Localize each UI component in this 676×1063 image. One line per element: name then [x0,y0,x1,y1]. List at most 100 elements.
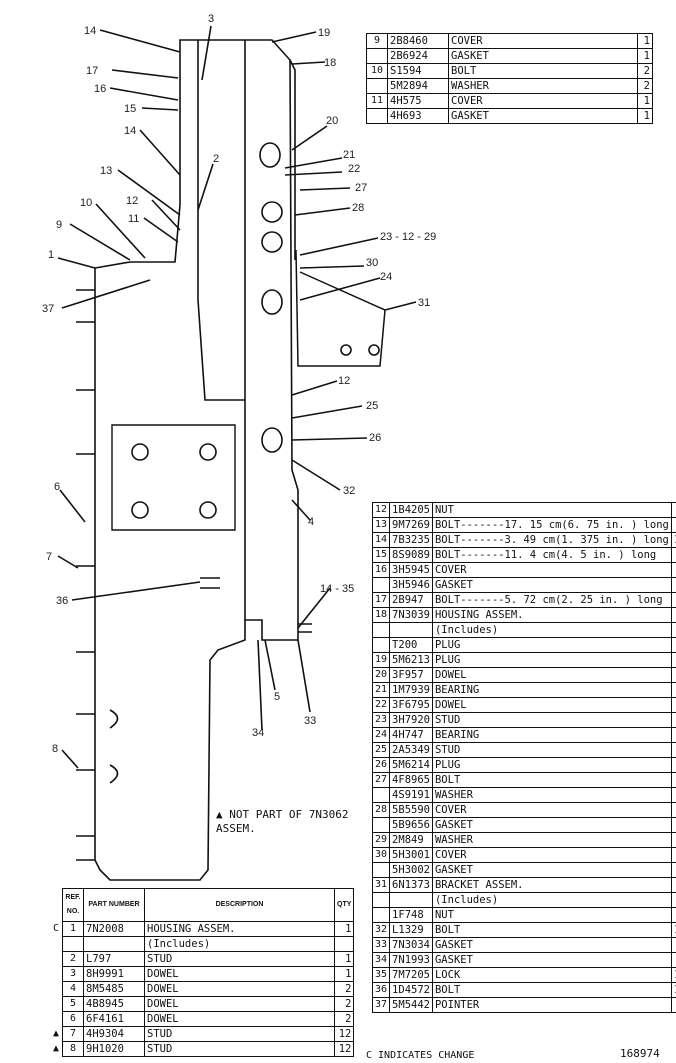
ref-number [371,787,391,803]
description: DOWEL [144,996,335,1012]
change-note: C INDICATES CHANGE [366,1050,475,1061]
quantity: 1 [637,108,653,124]
ref-number: 11 [366,93,388,109]
table-row: 211M7939BEARING1 [371,682,676,698]
callout-1: 1 [48,249,54,261]
part-number: 7M7205 [389,967,433,983]
table-row: 32L1329BOLT10 [371,922,676,938]
part-number: 4B8945 [83,996,145,1012]
description: BOLT-------3. 49 cm(1. 375 in. ) long [431,532,672,548]
row-mark [50,997,63,1012]
description: STUD [144,1026,335,1042]
callout-13: 13 [100,165,112,177]
callout-3: 3 [208,13,214,25]
ref-number: 3 [62,966,84,982]
description: WASHER [431,787,672,803]
callout-23-12-29: 23 - 12 - 29 [380,231,436,243]
footnote: ▲ NOT PART OF 7N3062 ASSEM. [216,808,349,835]
ref-number: 32 [371,922,391,938]
ref-number: 2 [62,951,84,967]
part-number: 1M7939 [389,682,433,698]
callout-26: 26 [369,432,381,444]
quantity: 1 [333,921,355,937]
table-row: 121B4205NUT6 [371,502,676,518]
callout-31: 31 [418,297,430,309]
table-row: 375M5442POINTER1 [371,997,676,1013]
description: BRACKET ASSEM. [431,877,672,893]
ref-number: 22 [371,697,391,713]
callout-21: 21 [343,149,355,161]
row-mark: ▲ [52,1028,60,1039]
ref-number: 12 [371,502,391,518]
table-row: 5H3002GASKET1 [371,862,676,878]
description: COVER [448,33,638,49]
table-row: 305H3001COVER1 [371,847,676,863]
table-row: 163H5945COVER1 [371,562,676,578]
ref-number: 4 [62,981,84,997]
ref-number: 8 [62,1041,84,1057]
callout-2: 2 [213,153,219,165]
callout-34: 34 [252,727,264,739]
quantity: 1 [637,48,653,64]
quantity: 3 [670,712,676,728]
callout-28: 28 [352,202,364,214]
quantity: 1 [670,952,676,968]
callout-20: 20 [326,115,338,127]
table-row: 285B5590COVER1 [371,802,676,818]
part-number: 3F6795 [389,697,433,713]
part-number: 3H7920 [389,712,433,728]
ref-number: 10 [366,63,388,79]
ref-number: 23 [371,712,391,728]
callout-15: 15 [124,103,136,115]
callout-9: 9 [56,219,62,231]
part-number: 3F957 [389,667,433,683]
row-mark [50,982,63,997]
description: WASHER [431,832,672,848]
quantity: 2 [637,78,653,94]
description: COVER [431,847,672,863]
part-number: 7B3235 [389,532,433,548]
table-row: 361D4572BOLT10 [371,982,676,998]
table-row: 203F957DOWEL3 [371,667,676,683]
illustration-number: 168974 [620,1047,660,1060]
part-number: 1F748 [389,907,433,923]
quantity: 3 [670,832,676,848]
description: NUT [431,907,672,923]
part-number: 4H693 [387,108,449,124]
description: (Includes) [431,622,672,638]
quantity: 10 [670,982,676,998]
description: COVER [448,93,638,109]
table-row: 1F748NUT2 [371,907,676,923]
part-number: 7N2008 [83,921,145,937]
ref-number: 18 [371,607,391,623]
quantity: 1 [670,817,676,833]
callout-16: 16 [94,83,106,95]
ref-number: 20 [371,667,391,683]
description: DOWEL [144,966,335,982]
part-number: T200 [389,637,433,653]
ref-number [371,637,391,653]
part-number: 9M7269 [389,517,433,533]
callout-33: 33 [304,715,316,727]
table-row: 195M6213PLUG1 [371,652,676,668]
callout-14a: 14 [84,25,96,37]
description: DOWEL [431,667,672,683]
ref-number: 6 [62,1011,84,1027]
quantity: 6 [670,502,676,518]
quantity: 2 [670,697,676,713]
ref-number: 33 [371,937,391,953]
ref-number: 24 [371,727,391,743]
row-mark [50,937,63,952]
